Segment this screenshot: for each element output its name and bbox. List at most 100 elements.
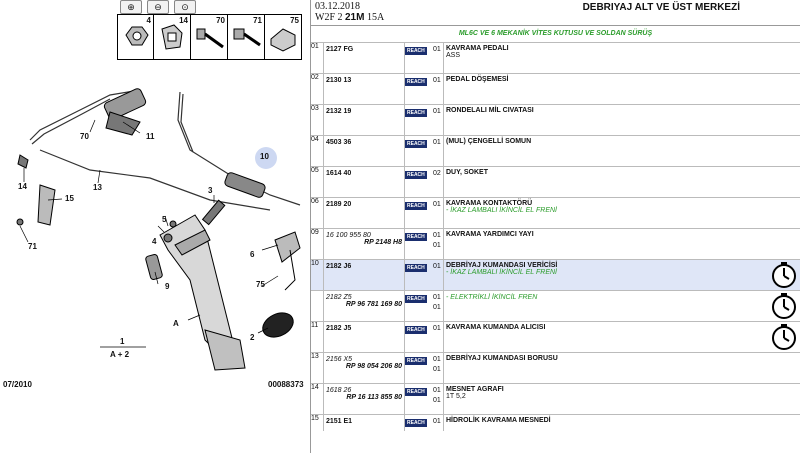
part-reference[interactable]: 16 100 955 80 xyxy=(326,232,371,239)
usage-note: - İKAZ LAMBALI İKİNCİL EL FRENİ xyxy=(446,207,557,214)
callout-6[interactable]: 6 xyxy=(250,250,255,259)
callout-10[interactable]: 10 xyxy=(260,152,269,161)
row-reach: REACH xyxy=(404,104,433,136)
fit-icon[interactable]: ⊙ xyxy=(174,0,196,14)
part-reference[interactable]: 2182 J5 xyxy=(326,325,352,332)
callout-4[interactable]: 4 xyxy=(152,237,157,246)
part-reference[interactable]: 2130 13 xyxy=(326,77,352,84)
part-reference[interactable]: 2132 19 xyxy=(326,108,352,115)
part-reference[interactable]: 2182 Z5 xyxy=(326,294,352,301)
row-index: 04 xyxy=(311,135,324,167)
row-index: 02 xyxy=(311,73,324,105)
rp-reference: RP 98 054 206 80 xyxy=(345,363,402,370)
reach-badge: REACH xyxy=(405,109,427,117)
row-reference: 1614 40 xyxy=(323,166,405,198)
row-reference: 2182 J6 xyxy=(323,259,405,291)
part-reference[interactable]: 1614 40 xyxy=(326,170,352,177)
row-designation: DUY, SOKET xyxy=(443,166,800,198)
row-designation: RONDELALI MİL CIVATASI xyxy=(443,104,800,136)
part-reference[interactable]: 2127 FG xyxy=(326,46,354,53)
part-reference[interactable]: 1618 26 xyxy=(326,387,352,394)
reach-badge: REACH xyxy=(405,233,427,241)
reach-badge: REACH xyxy=(405,140,427,148)
thumbnail-label: 4 xyxy=(146,16,151,25)
part-reference[interactable]: 2182 J6 xyxy=(326,263,352,270)
callout-13[interactable]: 13 xyxy=(93,183,102,192)
zoom-in-icon[interactable]: ⊕ xyxy=(120,0,142,14)
date-code: 07/2010 xyxy=(3,380,32,389)
part-reference[interactable]: 2151 E1 xyxy=(326,418,353,425)
row-designation: HİDROLİK KAVRAMA MESNEDİ xyxy=(443,414,800,431)
row-reach: REACH xyxy=(404,197,433,229)
row-designation: DEBRİYAJ KUMANDASI VERİCİSİ- İKAZ LAMBAL… xyxy=(443,259,800,291)
callout-15[interactable]: 15 xyxy=(65,194,74,203)
quantity: 01 xyxy=(433,263,441,270)
thumbnail-70[interactable]: 70 xyxy=(191,14,228,60)
vehicle-suffix: 15A xyxy=(364,12,385,23)
labour-time-icon[interactable] xyxy=(770,292,798,322)
row-quantity: 01 xyxy=(433,42,444,74)
callout-14[interactable]: 14 xyxy=(18,182,27,191)
callout-3[interactable]: 3 xyxy=(208,186,213,195)
callout-11[interactable]: 11 xyxy=(146,132,155,141)
zoom-out-icon[interactable]: ⊖ xyxy=(147,0,169,14)
row-quantity: 01 xyxy=(433,259,444,291)
thumbnail-strip: 4 14 70 71 75 xyxy=(117,14,307,60)
designation: MESNET AGRAFI xyxy=(446,386,504,393)
part-reference[interactable]: 2156 X5 xyxy=(326,356,353,363)
quantity: 01 xyxy=(433,232,441,239)
quantity: 01 xyxy=(433,387,441,394)
callout-a[interactable]: A xyxy=(173,319,179,328)
callout-71[interactable]: 71 xyxy=(28,242,37,251)
rp-reference: RP 16 113 855 80 xyxy=(346,394,402,401)
thumbnail-4[interactable]: 4 xyxy=(117,14,154,60)
vehicle-prefix: W2F 2 xyxy=(315,12,345,23)
designation: RONDELALI MİL CIVATASI xyxy=(446,107,534,114)
callout-75[interactable]: 75 xyxy=(256,280,265,289)
row-designation: DEBRİYAJ KUMANDASI BORUSU xyxy=(443,352,800,384)
quantity: 01 xyxy=(433,325,441,332)
callout-9[interactable]: 9 xyxy=(165,282,170,291)
reach-badge: REACH xyxy=(405,419,427,427)
thumbnail-75[interactable]: 75 xyxy=(265,14,302,60)
callout-5[interactable]: 5 xyxy=(162,215,167,224)
part-reference[interactable]: 2189 20 xyxy=(326,201,352,208)
labour-time-icon[interactable] xyxy=(770,323,798,353)
callout-70[interactable]: 70 xyxy=(80,132,89,141)
thumbnail-71[interactable]: 71 xyxy=(228,14,265,60)
row-index: 15 xyxy=(311,414,324,431)
quantity: 01 xyxy=(433,201,441,208)
labour-time-icon[interactable] xyxy=(770,261,798,291)
reach-badge: REACH xyxy=(405,326,427,334)
thumbnail-label: 71 xyxy=(253,16,262,25)
designation: DEBRİYAJ KUMANDASI BORUSU xyxy=(446,355,558,362)
quantity: 01 xyxy=(433,108,441,115)
thumbnail-14[interactable]: 14 xyxy=(154,14,191,60)
legend-bottom: A + 2 xyxy=(110,350,130,359)
header-date: 03.12.2018 xyxy=(315,1,360,12)
quantity-rp: 01 xyxy=(433,242,441,249)
row-reach: REACH xyxy=(404,414,433,431)
part-reference[interactable]: 4503 36 xyxy=(326,139,352,146)
diagram-panel: ⊕ ⊖ ⊙ 4 14 70 71 75 xyxy=(0,0,311,453)
row-reference: 2132 19 xyxy=(323,104,405,136)
callout-2[interactable]: 2 xyxy=(250,333,255,342)
